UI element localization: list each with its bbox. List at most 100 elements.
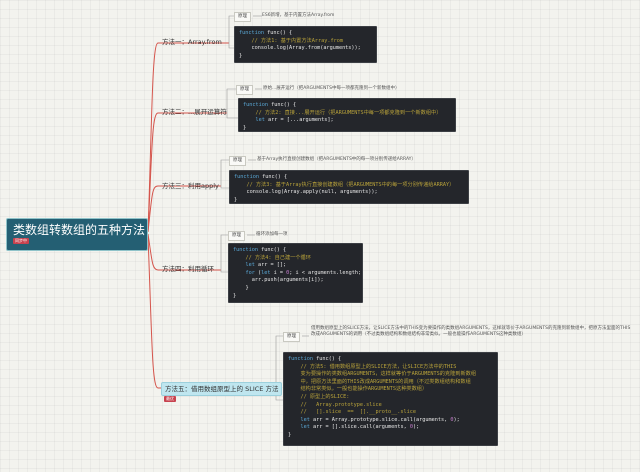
code-token: let: [233, 262, 255, 269]
code-token: func() {: [259, 174, 288, 180]
code-token: func() {: [268, 102, 297, 108]
method-2-principle-text: 原始...展开运行（把ARGUMENTS中每一项都克隆到一个新数组中）: [263, 86, 400, 91]
code-token: // 方法2: 直接...展开运行（把ARGUMENTS中每一项都克隆到一个新数…: [243, 109, 442, 116]
code-token: // Array.prototype.slice: [288, 401, 382, 408]
code-token: }: [234, 196, 238, 203]
code-line: 中，把原方法里面的THIS改成ARGUMENTS的调用（不过类数组结构和数组: [288, 379, 493, 387]
code-token: arr = [].slice.call(arguments,: [309, 424, 410, 431]
method-3-code-block: function func() { // 方法3: 基于Array执行直接创建数…: [229, 170, 469, 204]
code-line: // 方法2: 直接...展开运行（把ARGUMENTS中每一项都克隆到一个新数…: [243, 110, 451, 118]
code-token: }: [288, 431, 292, 438]
branch-line-4: [147, 233, 221, 271]
code-token: function: [233, 247, 258, 253]
code-line: }: [233, 285, 358, 293]
branch-line-5: [147, 235, 276, 389]
code-token: func() {: [313, 356, 342, 362]
method-4-code-block: function func() { // 方法4: 自己建一个循环 let ar…: [228, 243, 363, 303]
method-3-principle-label: 原理: [229, 156, 246, 166]
code-token: 0: [450, 416, 454, 423]
code-line: for (let i = 0; i < arguments.length; i+…: [233, 269, 361, 278]
method-1-principle-text: ES6新增，基于内置方法Array.from: [262, 13, 335, 18]
code-token: arr = Array.prototype.slice.call(argumen…: [309, 416, 451, 423]
code-line: // 方法5: 借用数组原型上的SLICE方法，让SLICE方法中的THIS: [288, 364, 493, 372]
code-line: let arr = [].slice.call(arguments, 0);: [288, 424, 493, 432]
code-line: }: [233, 293, 358, 301]
code-token: let: [288, 416, 310, 423]
method-5-principle-label: 原理: [283, 332, 300, 342]
code-token: 中，把原方法里面的THIS改成ARGUMENTS的调用（不过类数组结构和数组: [288, 378, 471, 385]
root-topic[interactable]: 类数组转数组的五种方法 同步中: [6, 218, 148, 251]
method-5-principle-text: 借用数组原型上的SLICE方法，让SLICE方法中的THIS变为要操作的类数组A…: [311, 326, 631, 337]
code-token: for: [233, 269, 255, 276]
method-5-best-tag: 最优: [164, 396, 176, 402]
code-token: }: [233, 284, 249, 291]
root-title: 类数组转数组的五种方法: [13, 223, 146, 237]
code-token: // 方法1: 基于内置方法Array.from: [239, 37, 343, 44]
code-line: }: [288, 432, 493, 440]
code-token: // [].slice == [].__proto__.slice: [288, 409, 417, 416]
code-token: );: [412, 424, 420, 431]
method-1-code-block: function func() { // 方法1: 基于内置方法Array.fr…: [234, 26, 377, 63]
code-line: function func() {: [233, 247, 358, 255]
code-token: 结构非常类似，一般也能操作ARGUMENTS这种类数组）: [288, 386, 428, 393]
code-token: // 原型上的SLICE:: [288, 393, 350, 400]
root-status-tag: 同步中: [13, 238, 29, 244]
code-token: let: [243, 117, 265, 124]
code-line: }: [234, 196, 464, 203]
code-line: arr.push(arguments[i]);: [233, 277, 358, 285]
method-1-principle-label: 原理: [234, 12, 251, 22]
code-token: 变为要操作的类数组ARGUMENTS，这样就等价于ARGUMENTS的克隆到新数…: [288, 371, 477, 378]
code-token: function: [243, 102, 268, 108]
method-4-principle-label: 原理: [228, 231, 245, 241]
code-line: // Array.prototype.slice: [288, 402, 493, 410]
code-line: 变为要操作的类数组ARGUMENTS，这样就等价于ARGUMENTS的克隆到新数…: [288, 371, 493, 379]
code-line: function func() {: [243, 102, 451, 110]
code-token: function: [288, 356, 313, 362]
code-token: arr = [...arguments];: [264, 117, 334, 124]
method-3-principle-text: 基于Array执行直接创建数组（把ARGUMENTS中的每一项分别传递给ARRA…: [257, 157, 416, 162]
code-line: function func() {: [288, 356, 493, 364]
code-line: // 方法3: 基于Array执行直接创建数组（把ARGUMENTS中的每一项分…: [234, 182, 464, 190]
code-line: // 方法4: 自己建一个循环: [233, 255, 358, 263]
code-line: 结构非常类似，一般也能操作ARGUMENTS这种类数组）: [288, 386, 493, 394]
code-token: (: [254, 269, 262, 276]
code-token: console.log(Array.from(arguments));: [239, 45, 361, 52]
code-line: let arr = [];: [233, 262, 358, 270]
code-token: let: [288, 424, 310, 431]
code-token: function: [234, 174, 259, 180]
method-5-topic[interactable]: 方法五：借用数组原型上的 SLICE 方法: [161, 382, 283, 396]
code-token: 0: [286, 269, 290, 276]
code-token: arr.push(arguments[i]);: [233, 277, 324, 284]
code-line: let arr = Array.prototype.slice.call(arg…: [288, 417, 493, 425]
code-token: arr = [];: [254, 262, 287, 269]
method-2-code-block: function func() { // 方法2: 直接...展开运行（把ARG…: [238, 98, 456, 132]
code-token: }: [233, 292, 237, 299]
method-4-topic[interactable]: 方法四：利用循环: [162, 265, 214, 273]
code-token: func() {: [264, 30, 293, 36]
method-3-topic[interactable]: 方法三：利用apply: [162, 182, 219, 190]
method-5-topic-label: 方法五：借用数组原型上的 SLICE 方法: [165, 385, 279, 393]
code-token: ; i < arguments.length; i++) {: [289, 269, 362, 276]
method-2-principle-label: 原理: [236, 85, 253, 95]
code-token: // 方法3: 基于Array执行直接创建数组（把ARGUMENTS中的每一项分…: [234, 181, 455, 188]
code-line: let arr = [...arguments];: [243, 117, 451, 125]
code-line: }: [239, 53, 372, 61]
code-token: // 方法4: 自己建一个循环: [233, 254, 311, 261]
code-token: let: [261, 269, 271, 276]
branch-line-2: [147, 112, 227, 233]
method-5-code-block: function func() { // 方法5: 借用数组原型上的SLICE方…: [283, 352, 498, 446]
code-token: function: [239, 30, 264, 36]
code-line: console.log(Array.from(arguments));: [239, 45, 372, 53]
method-4-principle-text: 循环添加每一项: [256, 232, 288, 237]
method-2-topic[interactable]: 方法二：...展开运算符: [162, 108, 227, 116]
method-1-topic[interactable]: 方法一：Array.from: [162, 38, 222, 46]
branch-line-3: [147, 185, 221, 233]
code-line: function func() {: [239, 30, 372, 38]
code-token: }: [243, 124, 247, 131]
code-token: func() {: [258, 247, 287, 253]
code-line: function func() {: [234, 174, 464, 182]
code-token: 0: [409, 424, 413, 431]
code-line: // 方法1: 基于内置方法Array.from: [239, 38, 372, 46]
code-token: );: [453, 416, 460, 423]
